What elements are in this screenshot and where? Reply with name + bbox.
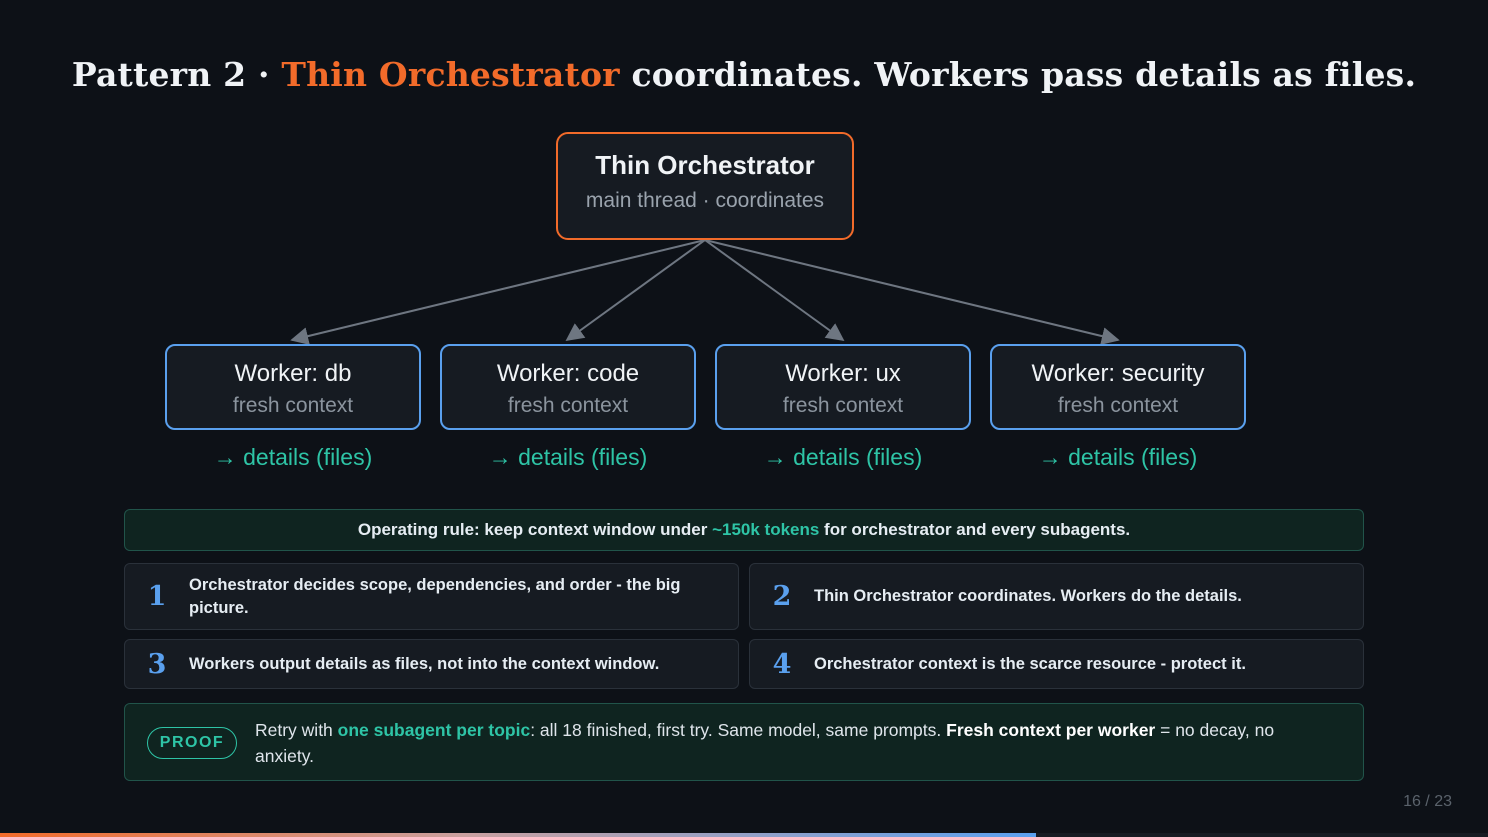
page-counter: 16 / 23: [1403, 793, 1452, 810]
point-number: 3: [147, 648, 167, 680]
rule-highlight: ~150k tokens: [712, 520, 820, 539]
title-accent: Thin Orchestrator: [281, 55, 620, 94]
worker-node-code: Worker: code fresh context: [440, 344, 696, 430]
orchestrator-subtitle: main thread · coordinates: [585, 189, 825, 212]
worker-name: Worker: security: [1031, 360, 1205, 387]
worker-node-security: Worker: security fresh context: [990, 344, 1246, 430]
worker-node-ux: Worker: ux fresh context: [715, 344, 971, 430]
proof-text-part: : all 18 finished, first try. Same model…: [530, 720, 947, 740]
proof-text-part: = no decay, no anxiety.: [255, 720, 1275, 766]
point-card-4: 4 Orchestrator context is the scarce res…: [749, 639, 1364, 689]
worker-subtitle: fresh context: [782, 394, 904, 417]
worker-subtitle: fresh context: [507, 394, 629, 417]
worker-output-db: → details (files): [213, 444, 373, 470]
worker-name: Worker: code: [496, 360, 640, 387]
rule-prefix: Operating rule: keep context window unde…: [357, 520, 713, 539]
proof-text-part: Retry with: [255, 720, 338, 740]
worker-subtitle: fresh context: [1057, 394, 1179, 417]
worker-output-code: → details (files): [488, 444, 648, 470]
worker-subtitle: fresh context: [232, 394, 354, 417]
point-number: 2: [772, 581, 792, 612]
title-prefix: Pattern 2 ·: [71, 55, 282, 94]
arrow-to-worker-ux: [704, 239, 845, 342]
proof-text: Retry with one subagent per topic: all 1…: [255, 717, 1315, 769]
worker-name: Worker: ux: [785, 360, 901, 387]
point-card-1: 1 Orchestrator decides scope, dependenci…: [124, 563, 739, 630]
point-text: Orchestrator decides scope, dependencies…: [189, 575, 681, 617]
proof-callout: PROOF Retry with one subagent per topic:…: [124, 703, 1364, 781]
point-text: Thin Orchestrator coordinates. Workers d…: [814, 587, 1242, 605]
worker-name: Worker: db: [234, 360, 352, 387]
arrow-to-worker-db: [290, 239, 706, 345]
progress-fill: [0, 833, 1036, 837]
worker-output-ux: → details (files): [763, 444, 923, 470]
arrow-to-worker-code: [565, 239, 706, 342]
point-card-3: 3 Workers output details as files, not i…: [124, 639, 739, 689]
progress-bar: [0, 833, 1488, 837]
point-number: 4: [772, 648, 792, 680]
slide-title: Pattern 2 · Thin Orchestrator coordinate…: [0, 55, 1488, 94]
point-text: Orchestrator context is the scarce resou…: [814, 654, 1246, 673]
point-text: Workers output details as files, not int…: [189, 654, 660, 673]
worker-output-security: → details (files): [1038, 444, 1198, 470]
point-number: 1: [147, 581, 167, 612]
worker-node-db: Worker: db fresh context: [165, 344, 421, 430]
proof-highlight: one subagent per topic: [337, 720, 531, 740]
orchestrator-node: Thin Orchestrator main thread · coordina…: [556, 132, 854, 240]
title-suffix: coordinates. Workers pass details as fil…: [619, 55, 1417, 94]
proof-badge: PROOF: [147, 727, 237, 759]
arrow-to-worker-security: [704, 239, 1120, 345]
proof-strong: Fresh context per worker: [946, 720, 1156, 740]
point-card-2: 2 Thin Orchestrator coordinates. Workers…: [749, 563, 1364, 630]
operating-rule-banner: Operating rule: keep context window unde…: [124, 509, 1364, 551]
rule-suffix: for orchestrator and every subagents.: [819, 520, 1131, 539]
orchestrator-name: Thin Orchestrator: [595, 150, 815, 180]
